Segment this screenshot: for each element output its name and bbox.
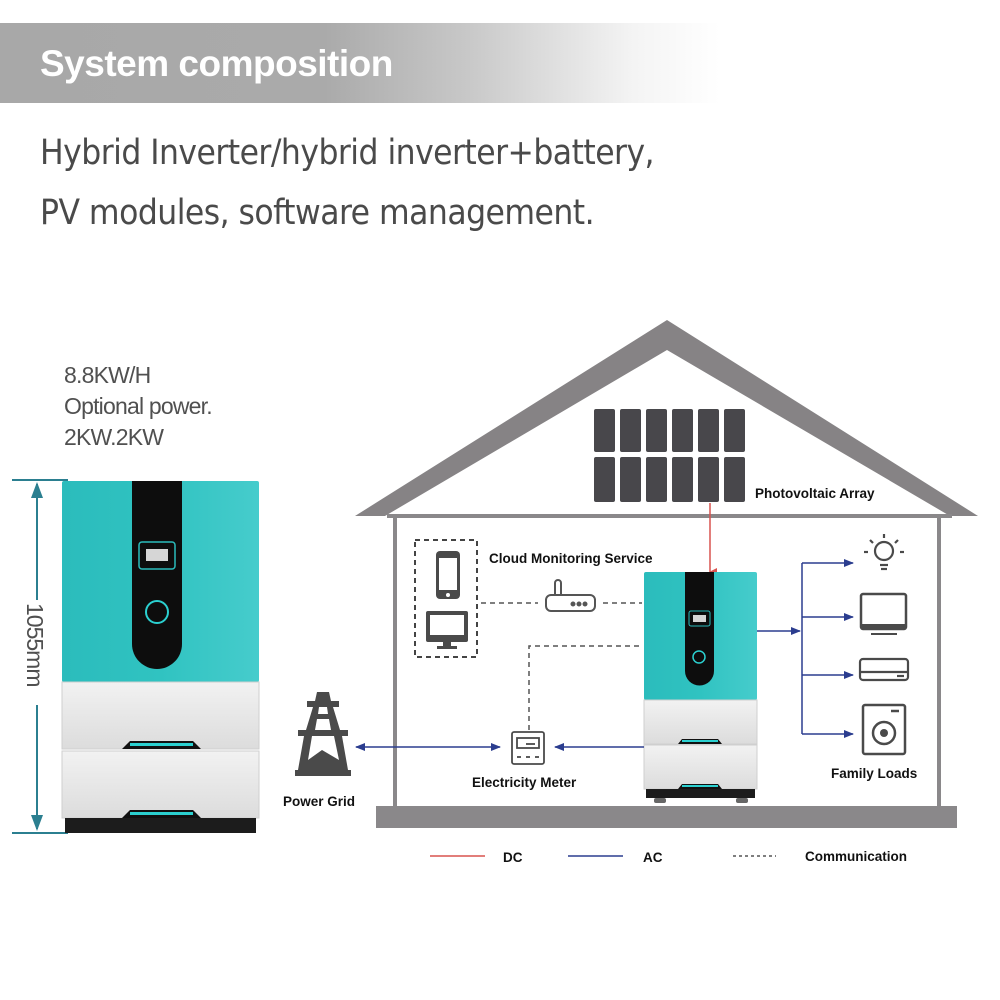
inverter-battery-unit <box>643 572 758 803</box>
house-wall-left <box>393 516 397 808</box>
spec-capacity: 8.8KW/H <box>64 362 151 388</box>
screen-icon <box>138 541 176 570</box>
washing-machine-icon <box>861 703 907 756</box>
monitoring-devices-box <box>414 539 478 658</box>
power-grid-tower-icon <box>295 692 351 776</box>
height-label: 1055mm <box>22 603 48 686</box>
label-family-loads: Family Loads <box>831 766 918 781</box>
subtitle-line-1: Hybrid Inverter/hybrid inverter+battery, <box>40 133 655 173</box>
label-electricity-meter: Electricity Meter <box>472 775 577 790</box>
electricity-meter-icon <box>511 731 545 765</box>
comm-line-meter-inverter <box>528 645 642 730</box>
label-cloud-monitoring: Cloud Monitoring Service <box>489 551 653 566</box>
spec-power-values: 2KW.2KW <box>64 424 164 450</box>
ac-lines-loads <box>757 559 854 738</box>
section-title: System composition <box>40 43 393 84</box>
spec-optional-power: Optional power. <box>64 393 213 419</box>
solar-panel-icon <box>594 409 745 502</box>
product-unit-large <box>61 481 260 833</box>
legend-ac-label: AC <box>643 850 663 865</box>
air-conditioner-icon <box>858 657 910 682</box>
section-banner: System composition <box>0 23 720 103</box>
subtitle-line-2: PV modules, software management. <box>40 193 595 233</box>
legend-communication-label: Communication <box>805 849 908 864</box>
house-wall-right <box>937 516 941 808</box>
label-photovoltaic-array: Photovoltaic Array <box>755 486 875 501</box>
light-bulb-icon <box>864 534 904 571</box>
house-floor <box>376 806 957 828</box>
height-dimension <box>12 479 68 834</box>
display-panel <box>132 481 182 669</box>
label-power-grid: Power Grid <box>283 794 356 809</box>
power-button-icon <box>145 600 169 624</box>
computer-monitor-icon <box>426 611 468 649</box>
house <box>355 320 978 828</box>
house-roof <box>355 320 978 516</box>
smartphone-icon <box>436 551 460 599</box>
router-icon <box>545 579 596 612</box>
legend-dc-label: DC <box>503 850 523 865</box>
television-icon <box>859 592 908 635</box>
